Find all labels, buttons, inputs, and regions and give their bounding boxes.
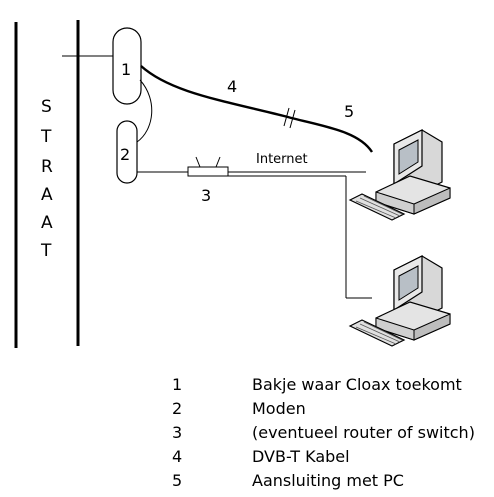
box-2-number: 2 [120, 145, 130, 164]
computer-icon [349, 255, 451, 347]
connection-1-2 [136, 79, 153, 143]
router-number: 3 [201, 186, 211, 205]
legend-number: 2 [172, 399, 183, 418]
cable-4-number: 4 [227, 77, 237, 96]
street-letter: R [41, 157, 53, 177]
legend-text: Aansluiting met PC [252, 471, 404, 490]
dvbt-cable [140, 65, 374, 153]
legend-number: 1 [172, 375, 183, 394]
legend-text: Bakje waar Cloax toekomt [252, 375, 462, 394]
box-1-number: 1 [121, 60, 131, 79]
cable-break [283, 107, 290, 127]
cable-5-number: 5 [344, 102, 354, 121]
street-letter: T [40, 241, 52, 261]
router-antenna [195, 156, 201, 168]
legend-number: 5 [172, 471, 183, 490]
cable-break [289, 109, 296, 129]
router [187, 166, 229, 177]
street-letter: T [40, 127, 52, 147]
legend-text: DVB-T Kabel [252, 447, 350, 466]
street-letter: A [41, 185, 53, 205]
street-letter: A [41, 213, 53, 233]
legend-number: 4 [172, 447, 183, 466]
router-antenna [215, 156, 221, 168]
box-2 [116, 120, 138, 184]
legend-text: Moden [252, 399, 306, 418]
network-diagram: S T R A A T 1 2 4 5 3 Internet [14, 20, 451, 348]
street-letter: S [41, 97, 52, 117]
internet-label: Internet [256, 152, 308, 167]
legend-number: 3 [172, 423, 183, 442]
street-label: S T R A A T [40, 97, 53, 261]
legend-text: (eventueel router of switch) [252, 423, 475, 442]
